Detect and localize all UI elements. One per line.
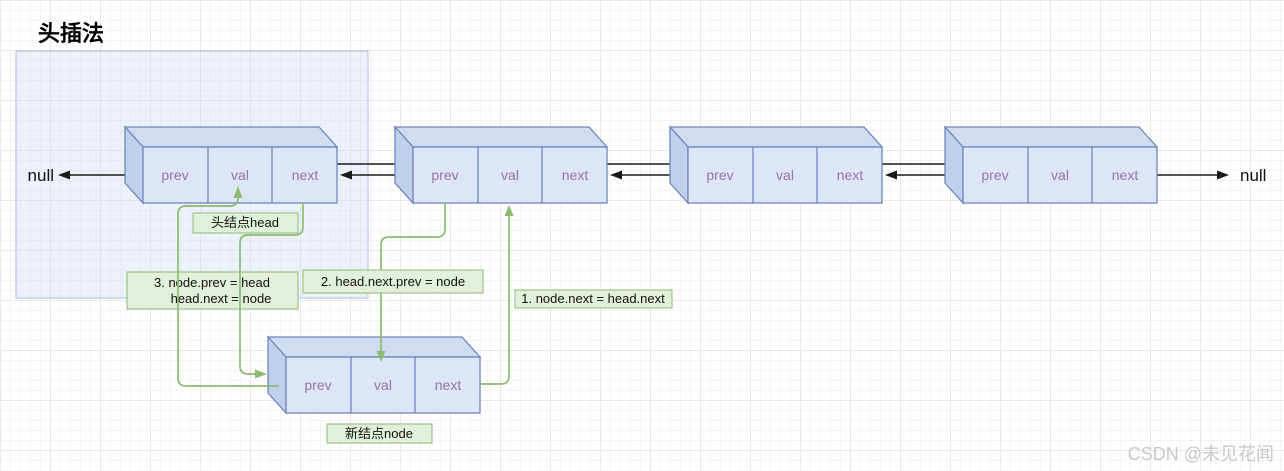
arrowhead-n2-prev-icon: [340, 170, 352, 180]
arrowhead-n3-prev-icon: [610, 170, 622, 180]
node-3-front-face: [687, 146, 883, 204]
node-3-val-cell: val: [776, 167, 794, 183]
node-head-next-cell: next: [292, 167, 319, 183]
node-2-next-cell: next: [562, 167, 589, 183]
arrowhead-node-next-icon: [504, 205, 514, 216]
pointer-arrows: [58, 159, 1229, 180]
new-node-label: 新结点node: [326, 423, 433, 444]
node-tail-prev-cell: prev: [981, 167, 1008, 183]
step3-label: 3. node.prev = head head.next = node: [126, 271, 299, 310]
node-new-next-cell: next: [435, 377, 462, 393]
arrowhead-left-null-icon: [58, 170, 70, 180]
node-new-top-face: [266, 336, 482, 358]
step-edges: [177, 186, 514, 387]
arrowhead-headnext-prev-icon: [376, 351, 386, 362]
csdn-watermark: CSDN @未见花闻: [1128, 444, 1274, 464]
null-right-label: null: [1240, 166, 1266, 185]
node-3-prev-cell: prev: [706, 167, 733, 183]
node-head-top-face: [123, 126, 339, 148]
node-2-front-face: [412, 146, 608, 204]
node-tail-next-cell: next: [1112, 167, 1139, 183]
new-node-label-text: 新结点node: [345, 426, 413, 441]
node-head-val-cell: val: [231, 167, 249, 183]
arrowhead-head-next-icon: [255, 369, 267, 379]
step2-label-text: 2. head.next.prev = node: [321, 274, 465, 289]
node-new: prev val next: [266, 335, 482, 415]
edge-node-next-to-headnext: [479, 216, 510, 385]
node-tail: prev val next: [943, 125, 1159, 205]
node-tail-front-face: [962, 146, 1158, 204]
step3-label-box: [126, 271, 299, 310]
head-node-label: 头结点head: [192, 212, 299, 234]
node-2-prev-cell: prev: [431, 167, 458, 183]
step1-label-text: 1. node.next = head.next: [521, 291, 665, 306]
head-node-label-text: 头结点head: [211, 215, 279, 230]
step2-label-box: [302, 269, 484, 294]
arrowhead-node-prev-icon: [233, 186, 243, 198]
node-new-prev-cell: prev: [304, 377, 331, 393]
node-new-front-face: [285, 356, 481, 414]
node-head: prev val next: [123, 125, 339, 205]
node-tail-val-cell: val: [1051, 167, 1069, 183]
node-3-next-cell: next: [837, 167, 864, 183]
node-2-top-face: [393, 126, 609, 148]
node-3: prev val next: [668, 125, 884, 205]
head-node-label-box: [192, 212, 299, 234]
node-new-val-cell: val: [374, 377, 392, 393]
step3-label-line1: 3. node.prev = head: [154, 275, 270, 290]
node-3-top-face: [668, 126, 884, 148]
step1-label: 1. node.next = head.next: [514, 289, 673, 309]
null-left-label: null: [28, 166, 54, 185]
edge-head-next-to-node: [239, 203, 304, 375]
node-tail-top-face: [943, 126, 1159, 148]
step3-label-line2: head.next = node: [171, 291, 272, 306]
node-2: prev val next: [393, 125, 609, 205]
edge-headnext-prev-to-node: [380, 203, 446, 351]
node-2-val-cell: val: [501, 167, 519, 183]
edge-node-prev-to-head: [177, 197, 279, 387]
step1-label-box: [514, 289, 673, 309]
step2-label: 2. head.next.prev = node: [302, 269, 484, 294]
node-head-prev-cell: prev: [161, 167, 188, 183]
arrowhead-n4-prev-icon: [885, 170, 897, 180]
new-node-label-box: [326, 423, 433, 444]
arrowhead-right-null-icon: [1217, 170, 1229, 180]
page-title: 头插法: [38, 21, 104, 46]
